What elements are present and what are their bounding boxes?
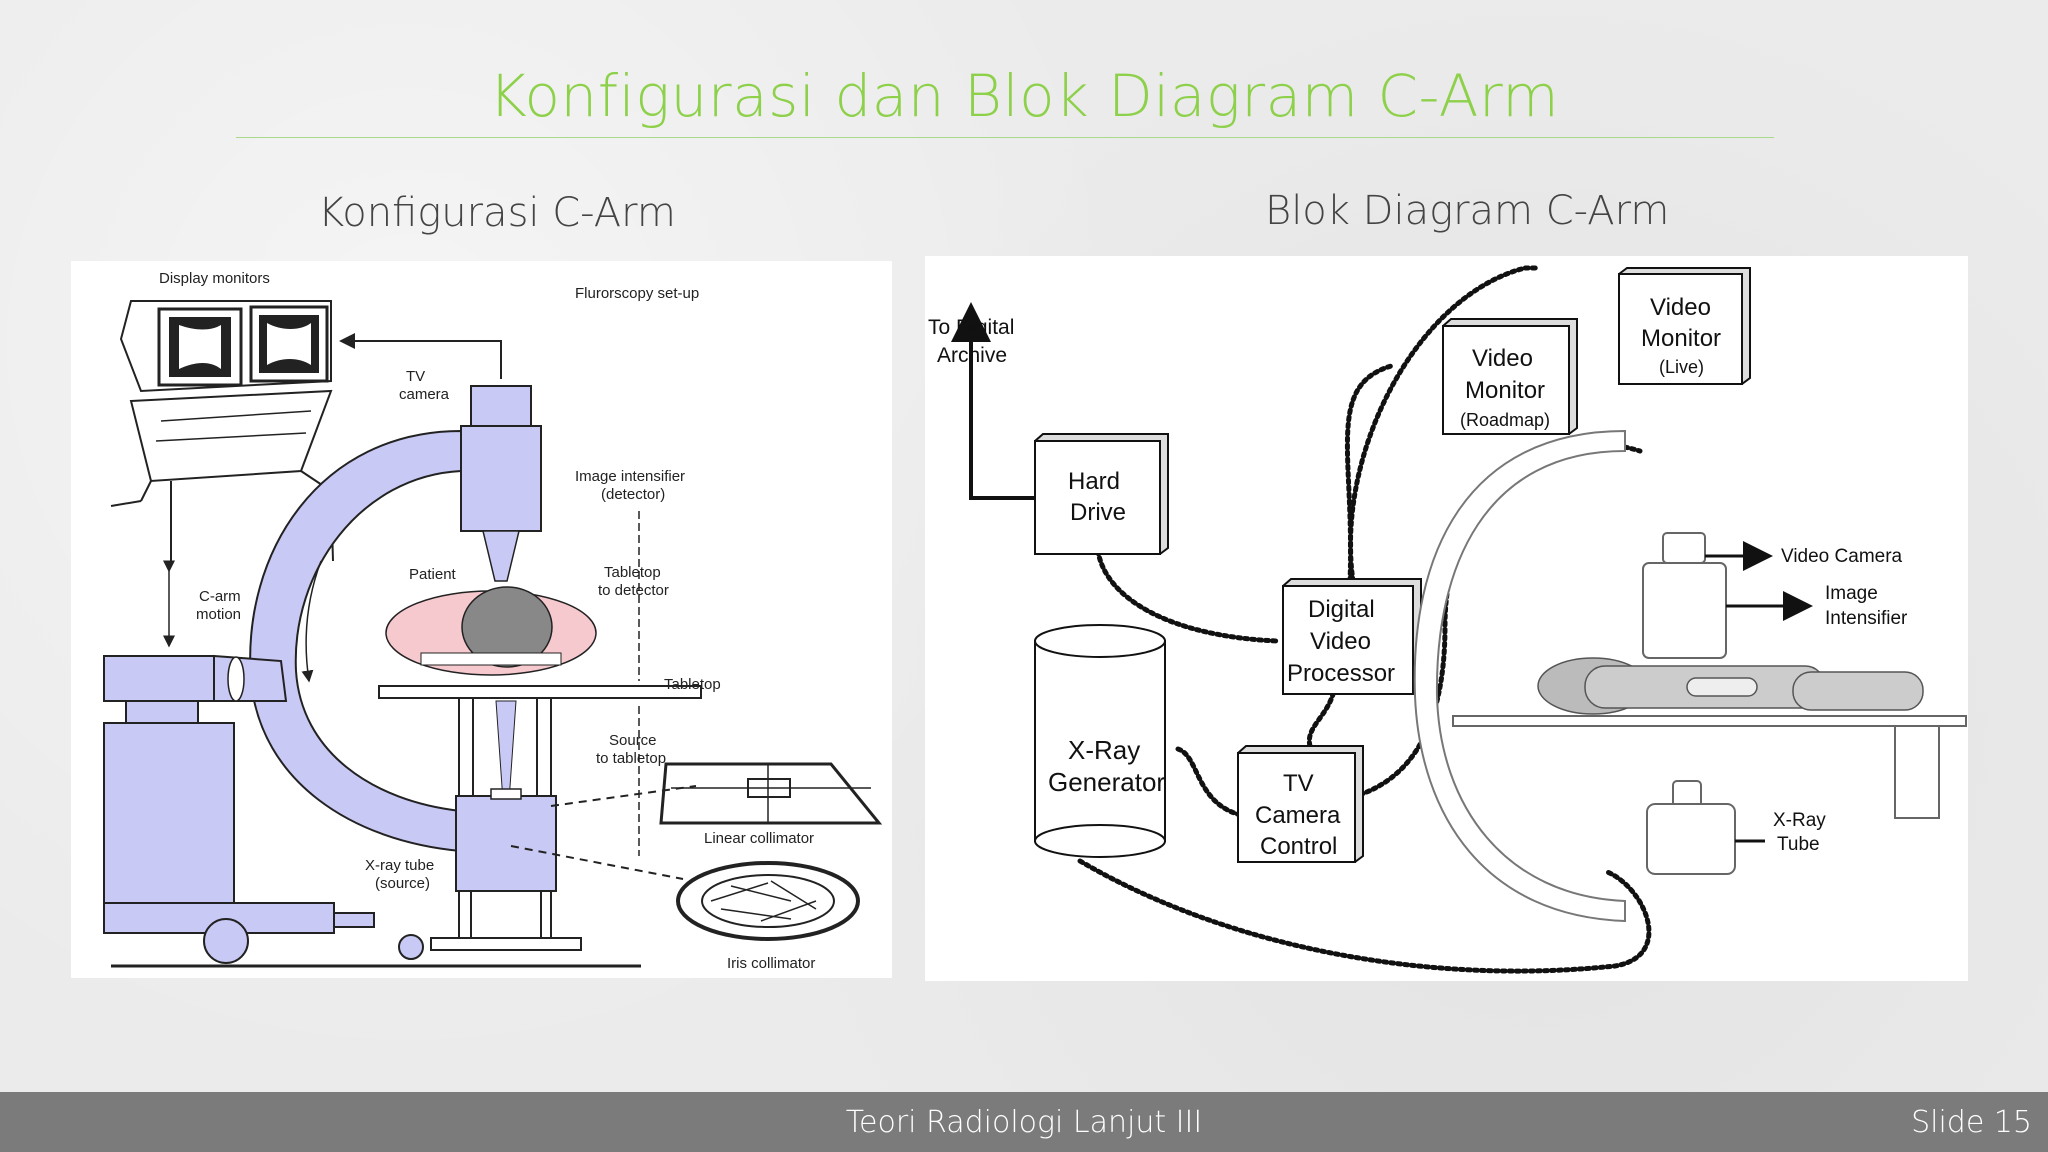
xray-tube (455, 795, 557, 892)
xray-tube (1646, 803, 1736, 875)
display-monitors (110, 300, 334, 562)
label-video-monitor-road-3: (Roadmap) (1460, 410, 1550, 430)
label-xray-tube-2: Tube (1777, 834, 1820, 855)
patient-table (1452, 715, 1967, 727)
c-arm-ring (1413, 429, 1626, 923)
label-tabletop-detector-2: to detector (598, 582, 669, 599)
label-carm-motion-1: C-arm (199, 588, 241, 605)
label-iris-collimator: Iris collimator (727, 955, 815, 972)
label-tvcc-1: TV (1283, 770, 1314, 797)
label-xray-tube-2: (source) (375, 875, 430, 892)
label-source-tabletop-1: Source (609, 732, 657, 749)
video-monitor-live-block: Video Monitor (Live) (1618, 267, 1751, 385)
label-dvp-2: Video (1310, 628, 1371, 655)
label-source-tabletop-2: to tabletop (596, 750, 666, 767)
carm-configuration-figure: Display monitors Flurorscopy set-up TV c… (71, 261, 892, 978)
carm-configuration-svg: Display monitors Flurorscopy set-up TV c… (103, 270, 883, 972)
label-video-camera: Video Camera (1781, 546, 1903, 567)
label-tabletop: Tabletop (664, 676, 721, 693)
label-patient: Patient (409, 566, 457, 583)
iris-collimator (676, 861, 860, 941)
title-divider (236, 137, 1774, 138)
xray-generator-block: X-Ray Generator (1034, 624, 1166, 858)
right-heading: Blok Diagram C-Arm (1265, 188, 1670, 234)
patient-silhouette (1537, 657, 1924, 715)
label-hard-drive-2: Drive (1070, 499, 1126, 526)
video-camera (1662, 532, 1706, 564)
label-to-digital-2: Archive (937, 344, 1007, 367)
label-video-monitor-road-2: Monitor (1465, 377, 1545, 404)
left-heading: Konfigurasi C-Arm (318, 190, 676, 236)
carm-block-diagram: To Digital Archive Hard Drive Video Moni… (925, 256, 1968, 981)
patient-table (378, 685, 702, 699)
label-dvp-3: Processor (1287, 660, 1395, 687)
image-intensifier (1642, 562, 1727, 659)
footer-course-title: Teori Radiologi Lanjut III (845, 1105, 1203, 1140)
label-tv-camera-2: camera (399, 386, 450, 403)
video-monitor-roadmap-block: Video Monitor (Roadmap) (1442, 318, 1578, 435)
label-tvcc-2: Camera (1255, 802, 1341, 829)
label-tvcc-3: Control (1260, 833, 1337, 860)
label-xray-gen-2: Generator (1048, 767, 1165, 797)
label-xray-gen-1: X-Ray (1068, 735, 1140, 765)
label-hard-drive-1: Hard (1068, 468, 1120, 495)
label-video-monitor-live-2: Monitor (1641, 325, 1721, 352)
slide-number: Slide 15 (1911, 1105, 2032, 1140)
digital-video-processor-block: Digital Video Processor (1282, 578, 1422, 695)
label-display-monitors: Display monitors (159, 270, 270, 287)
carm-block-diagram-svg: To Digital Archive Hard Drive Video Moni… (928, 265, 1967, 974)
label-image-intensifier-1: Image intensifier (575, 468, 685, 485)
mobile-base-cabinet (103, 722, 235, 904)
tv-camera (470, 385, 532, 427)
label-image-int-2: Intensifier (1825, 608, 1908, 629)
slide-title: Konfigurasi dan Blok Diagram C-Arm (488, 62, 1560, 130)
label-image-int-1: Image (1825, 583, 1878, 604)
label-video-monitor-live-3: (Live) (1659, 357, 1704, 377)
label-fluoroscopy-setup: Flurorscopy set-up (575, 285, 699, 302)
label-image-intensifier-2: (detector) (601, 486, 665, 503)
patient-head (461, 586, 553, 668)
tv-camera-control-block: TV Camera Control (1237, 745, 1364, 863)
label-tv-camera-1: TV (406, 368, 425, 385)
label-dvp-1: Digital (1308, 596, 1375, 623)
slide-footer: Teori Radiologi Lanjut III Slide 15 (0, 1092, 2048, 1152)
label-video-monitor-road-1: Video (1472, 345, 1533, 372)
label-xray-tube-1: X-Ray (1773, 810, 1826, 831)
hard-drive-block: Hard Drive (1034, 433, 1169, 555)
image-intensifier (460, 425, 542, 532)
label-tabletop-detector-1: Tabletop (604, 564, 661, 581)
label-xray-tube-1: X-ray tube (365, 857, 434, 874)
label-to-digital-1: To Digital (928, 316, 1014, 339)
label-linear-collimator: Linear collimator (704, 830, 814, 847)
label-carm-motion-2: motion (196, 606, 241, 623)
label-video-monitor-live-1: Video (1650, 294, 1711, 321)
